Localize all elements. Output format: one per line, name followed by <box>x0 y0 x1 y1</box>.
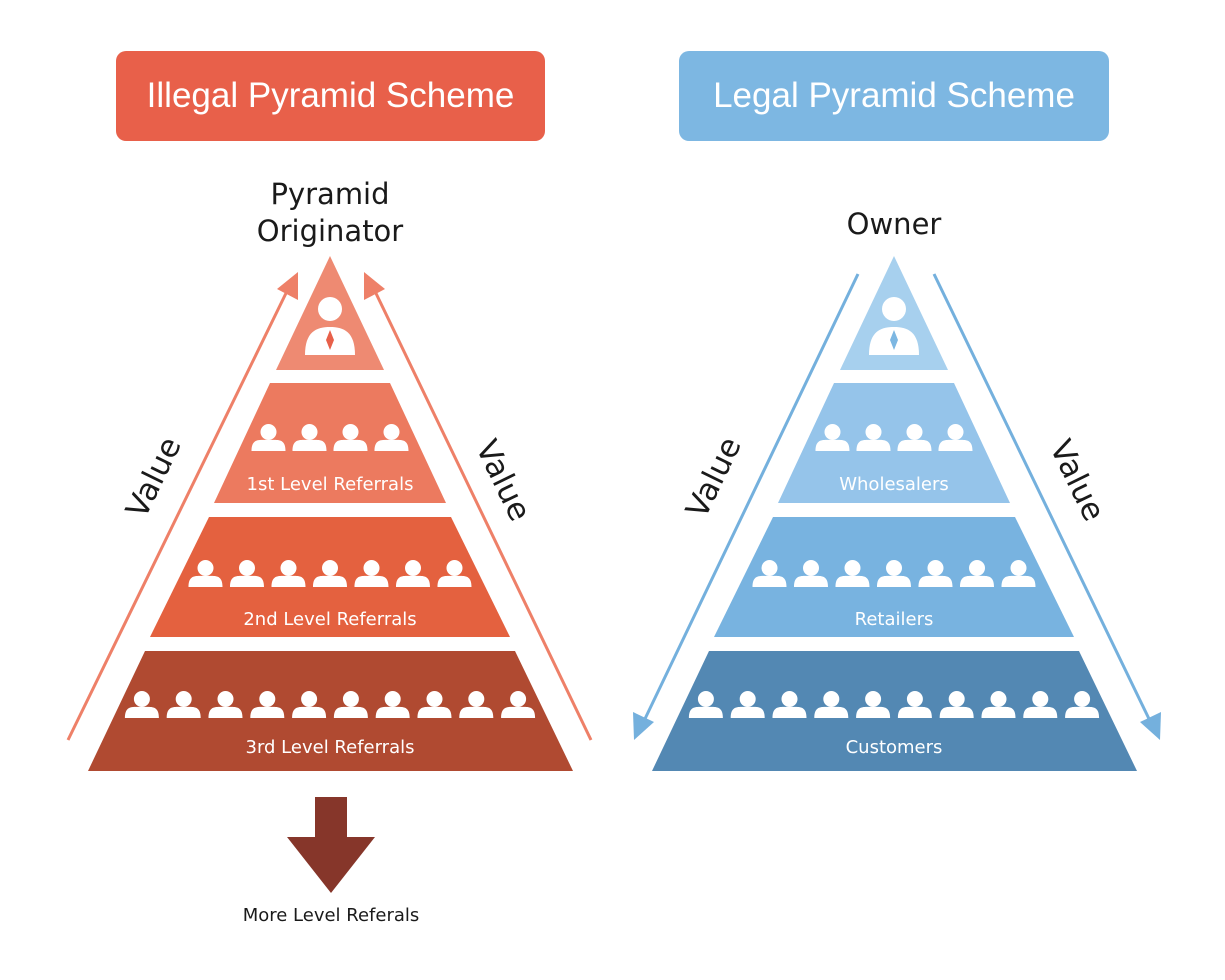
legal-tier-1 <box>778 383 1010 503</box>
illegal-scheme-title-box: Illegal Pyramid Scheme <box>116 51 545 141</box>
businessman-icon <box>305 297 355 355</box>
legal-tier-2-label: Retailers <box>855 609 934 630</box>
illegal-value-arrow-left-head <box>277 272 298 300</box>
illegal-scheme-title: Illegal Pyramid Scheme <box>146 76 515 115</box>
illegal-top-label-line1: Pyramid <box>270 177 389 211</box>
illegal-pyramid: Pyramid Originator 1st Level Referrals 2… <box>66 177 593 926</box>
legal-scheme-title-box: Legal Pyramid Scheme <box>679 51 1109 141</box>
legal-value-right-label: Value <box>1042 434 1112 526</box>
legal-value-arrow-left-head <box>633 712 654 740</box>
illegal-value-arrow-left <box>66 284 292 741</box>
legal-value-arrow-left <box>641 273 860 724</box>
illegal-value-arrow-right-head <box>364 272 385 300</box>
illegal-top-label-line2: Originator <box>257 214 404 248</box>
illegal-tier-3 <box>88 651 573 771</box>
illegal-bottom-label: More Level Referals <box>243 905 420 926</box>
legal-value-left-label: Value <box>679 431 749 523</box>
illegal-tier-1-label: 1st Level Referrals <box>247 474 414 495</box>
legal-tier-1-label: Wholesalers <box>839 474 949 495</box>
legal-top-label: Owner <box>847 207 942 241</box>
illegal-tier-1 <box>214 383 446 503</box>
legal-pyramid: Owner Wholesalers Retailers Customers Va… <box>633 207 1161 771</box>
legal-tier-3-label: Customers <box>846 737 943 758</box>
illegal-tier-2-label: 2nd Level Referrals <box>243 609 416 630</box>
legal-tier-3 <box>652 651 1137 771</box>
legal-value-arrow-right-head <box>1140 712 1161 740</box>
illegal-value-arrow-right <box>370 284 593 741</box>
illegal-value-left-label: Value <box>119 431 189 523</box>
legal-scheme-title: Legal Pyramid Scheme <box>713 76 1075 115</box>
illegal-value-right-label: Value <box>468 434 538 526</box>
legal-value-arrow-right <box>932 273 1153 724</box>
illegal-tier-3-label: 3rd Level Referrals <box>246 737 415 758</box>
down-arrow-icon <box>287 797 375 893</box>
businessman-icon <box>869 297 919 355</box>
